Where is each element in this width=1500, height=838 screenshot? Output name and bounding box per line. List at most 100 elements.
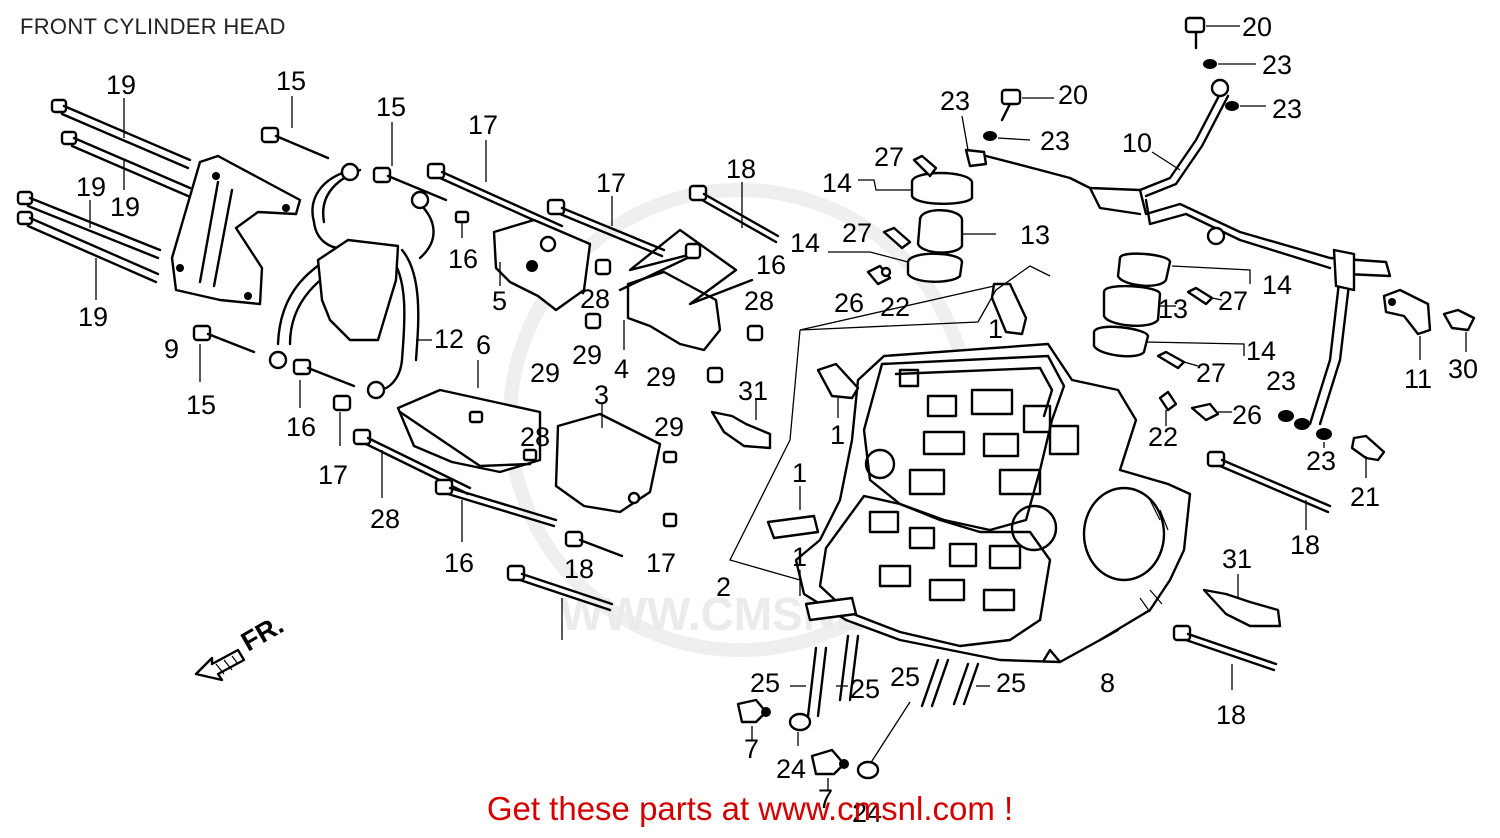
callout-9: 9 xyxy=(164,334,179,364)
callout-16-c: 17 xyxy=(318,460,348,490)
direction-label: FR. xyxy=(236,609,289,657)
spark-plug-31-right xyxy=(1202,574,1282,628)
callout-23-d: 23 xyxy=(940,86,970,116)
studs-25 xyxy=(790,634,990,765)
bolt-18-upper xyxy=(688,182,780,244)
callout-21: 21 xyxy=(1350,482,1380,512)
small-parts-right xyxy=(866,264,1386,478)
callout-1-a: 1 xyxy=(988,314,1003,344)
callout-19-b: 19 xyxy=(110,192,140,222)
oil-pipe-10 xyxy=(964,78,1392,426)
caps-7-washers-24 xyxy=(736,698,880,790)
page-title: FRONT CYLINDER HEAD xyxy=(20,14,286,39)
callout-23-e: 23 xyxy=(1266,366,1296,396)
callout-19-d: 19 xyxy=(78,302,108,332)
callout-23-c: 23 xyxy=(1040,126,1070,156)
callout-11: 11 xyxy=(1404,364,1432,394)
callout-16-b: 16 xyxy=(756,250,786,280)
callout-20-a: 20 xyxy=(1242,12,1272,42)
callout-26-b: 26 xyxy=(1232,400,1262,430)
callout-18-a: 18 xyxy=(1290,530,1320,560)
callout-7-a: 7 xyxy=(744,734,759,764)
callout-12: 12 xyxy=(434,324,464,354)
callout-1-b: 1 xyxy=(830,420,845,450)
rocker-holder-4 xyxy=(618,228,764,384)
callout-29-b: 29 xyxy=(646,362,676,392)
cylinder-head-8 xyxy=(794,342,1192,664)
spark-plug-31-left xyxy=(710,398,772,450)
callout-1-d: 1 xyxy=(792,542,807,572)
oil-pipe-12 xyxy=(268,162,435,400)
callout-25-a: 25 xyxy=(750,668,780,698)
callout-30: 30 xyxy=(1448,354,1478,384)
callout-17-d: 16 xyxy=(444,548,474,578)
callout-28-c: 28 xyxy=(520,422,550,452)
callout-15-d: 16 xyxy=(286,412,316,442)
callout-6: 6 xyxy=(476,330,491,360)
callout-14-b: 14 xyxy=(790,228,820,258)
bolt-18-right xyxy=(1172,450,1332,690)
callout-8: 8 xyxy=(1100,668,1115,698)
callout-19-a: 19 xyxy=(106,70,136,100)
callout-14-d: 14 xyxy=(1246,336,1276,366)
callout-27-d: 27 xyxy=(1196,358,1226,388)
callout-25-c: 25 xyxy=(890,662,920,692)
callout-27-c: 27 xyxy=(1218,286,1248,316)
callout-15-a: 15 xyxy=(276,66,306,96)
bolts-lower-left xyxy=(332,394,614,640)
callout-27-a: 27 xyxy=(874,142,904,172)
callout-31-b: 31 xyxy=(738,376,768,406)
bolts-15 xyxy=(192,96,448,408)
callout-25-d: 25 xyxy=(996,668,1026,698)
callout-22-a: 22 xyxy=(880,292,910,322)
callout-23-b: 23 xyxy=(1272,94,1302,124)
long-bolts-19 xyxy=(16,98,192,300)
callout-16-d: 18 xyxy=(564,554,594,584)
rocker-holder-6 xyxy=(396,360,542,474)
callout-15-b: 15 xyxy=(376,92,406,122)
footer-promo-link[interactable]: Get these parts at www.cmsnl.com ! xyxy=(486,790,1014,827)
callout-13-a: 13 xyxy=(1020,220,1050,250)
callout-17-c: 28 xyxy=(370,504,400,534)
callout-16-a: 16 xyxy=(448,244,478,274)
callout-5: 5 xyxy=(492,286,507,316)
callout-24-b: 24 xyxy=(852,798,882,828)
callout-27-b: 27 xyxy=(842,218,872,248)
callout-7-b: 7 xyxy=(818,784,833,814)
callout-13-b: 13 xyxy=(1158,294,1188,324)
front-direction-arrow: FR. xyxy=(194,609,289,682)
callout-labels: 20 23 23 20 23 23 10 27 14 13 14 27 13 2… xyxy=(76,12,1478,828)
callout-29-c: 29 xyxy=(530,358,560,388)
bolts-17-upper xyxy=(426,140,666,258)
callout-28-b: 28 xyxy=(744,286,774,316)
callout-10: 10 xyxy=(1122,128,1152,158)
bolts-20-washers-23 xyxy=(961,16,1266,151)
callout-29-d: 29 xyxy=(654,412,684,442)
callout-23-a: 23 xyxy=(1262,50,1292,80)
callout-14-a: 14 xyxy=(822,168,852,198)
callout-18-c: 18 xyxy=(726,154,756,184)
callout-3: 3 xyxy=(594,380,609,410)
callout-29-a: 29 xyxy=(572,340,602,370)
callout-14-c: 14 xyxy=(1262,270,1292,300)
callout-17-a: 17 xyxy=(468,110,498,140)
callout-17-b: 17 xyxy=(596,168,626,198)
callout-19-c: 19 xyxy=(76,172,106,202)
callout-31-a: 31 xyxy=(1222,544,1252,574)
grommets-13-14 xyxy=(828,171,1251,358)
callout-18-b: 18 xyxy=(1216,700,1246,730)
callout-15-c: 15 xyxy=(186,390,216,420)
assembly-frame xyxy=(729,265,1051,581)
bracket-9 xyxy=(170,154,302,306)
callout-22-b: 22 xyxy=(1148,422,1178,452)
callout-25-b: 25 xyxy=(850,674,880,704)
callout-28-d: 17 xyxy=(646,548,676,578)
callout-23-f: 23 xyxy=(1306,446,1336,476)
bracket-11-bolt-30 xyxy=(1382,288,1476,360)
callout-24-a: 24 xyxy=(776,754,806,784)
callout-4: 4 xyxy=(614,354,629,384)
callout-26-a: 26 xyxy=(834,288,864,318)
rocker-holder-3 xyxy=(554,404,678,558)
callout-28-a: 28 xyxy=(580,284,610,314)
